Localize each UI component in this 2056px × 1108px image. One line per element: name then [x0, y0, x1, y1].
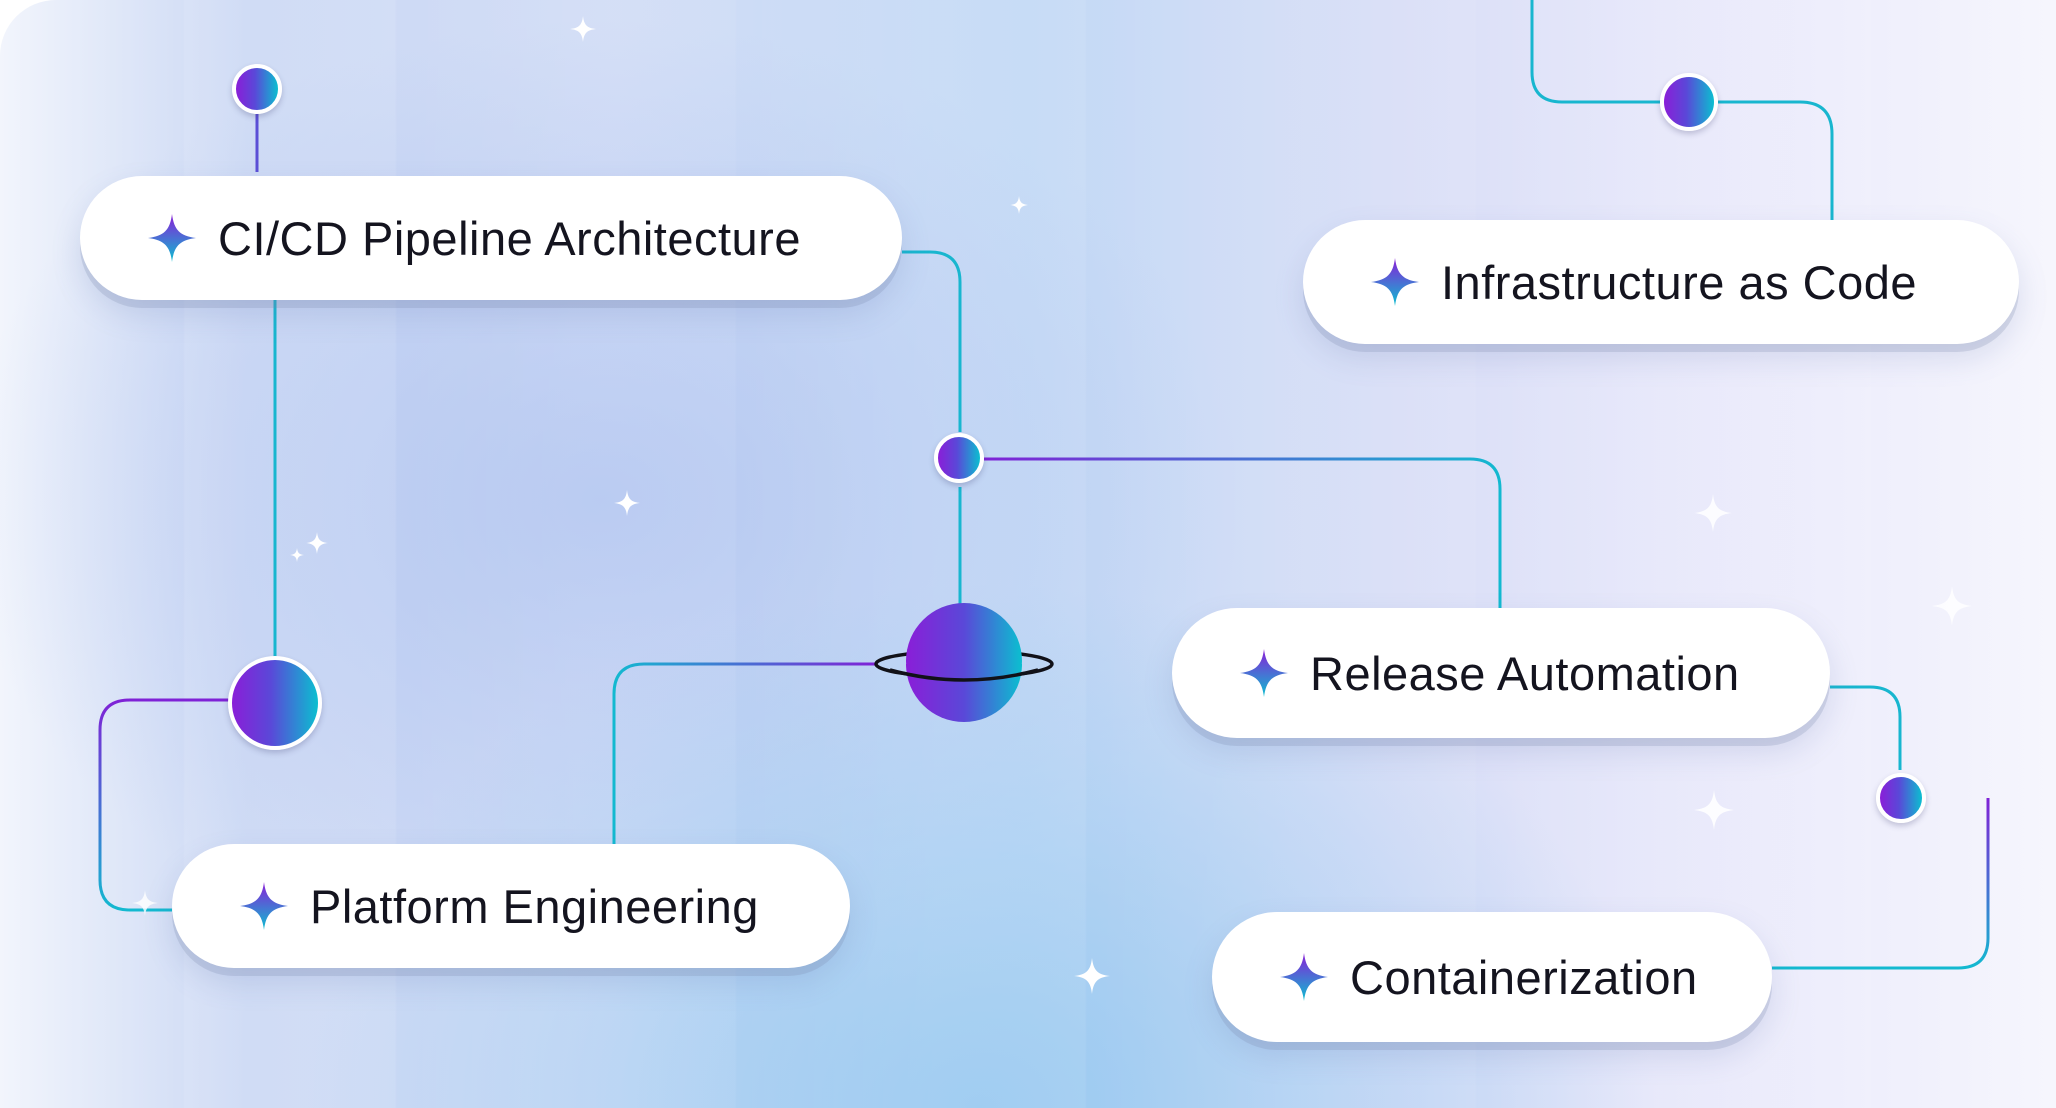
- sparkle-icon: [1280, 953, 1328, 1001]
- connector-dot: [232, 64, 282, 114]
- node-containerization[interactable]: Containerization: [1212, 912, 1772, 1042]
- connector-dot-large: [228, 656, 322, 750]
- planet-icon: [874, 603, 1054, 722]
- node-infrastructure-as-code[interactable]: Infrastructure as Code: [1303, 220, 2019, 344]
- wire-right-down: [1772, 798, 1990, 970]
- node-label: Infrastructure as Code: [1441, 255, 1917, 309]
- twinkle-star-icon: [132, 890, 158, 916]
- node-release-automation[interactable]: Release Automation: [1172, 608, 1830, 738]
- node-cicd-pipeline-architecture[interactable]: CI/CD Pipeline Architecture: [80, 176, 902, 300]
- wire-mid-release: [984, 457, 1502, 608]
- wire-iac-loop: [1530, 0, 1834, 220]
- wire-release-right: [1830, 685, 1902, 770]
- node-label: Release Automation: [1310, 646, 1740, 700]
- twinkle-star-icon: [1010, 196, 1028, 214]
- node-label: Containerization: [1350, 950, 1698, 1004]
- twinkle-star-icon: [306, 532, 328, 554]
- twinkle-star-icon: [570, 16, 596, 42]
- twinkle-star-icon: [1074, 958, 1110, 994]
- node-platform-engineering[interactable]: Platform Engineering: [172, 844, 850, 968]
- twinkle-star-icon: [1694, 790, 1734, 830]
- sparkle-icon: [1240, 649, 1288, 697]
- sparkle-icon: [1371, 258, 1419, 306]
- node-label: Platform Engineering: [310, 879, 759, 933]
- node-label: CI/CD Pipeline Architecture: [218, 211, 801, 265]
- twinkle-star-icon: [614, 490, 640, 516]
- connector-dot: [934, 433, 984, 483]
- sparkle-icon: [240, 882, 288, 930]
- connector-dot: [1876, 773, 1926, 823]
- sparkle-icon: [148, 214, 196, 262]
- wire-cicd-right: [902, 250, 962, 432]
- wire-planet-platform: [612, 662, 875, 844]
- wire-left-loop: [98, 698, 232, 912]
- twinkle-star-icon: [1694, 494, 1732, 532]
- twinkle-star-icon: [1932, 586, 1972, 626]
- twinkle-star-icon: [290, 548, 304, 562]
- connector-dot: [1660, 73, 1718, 131]
